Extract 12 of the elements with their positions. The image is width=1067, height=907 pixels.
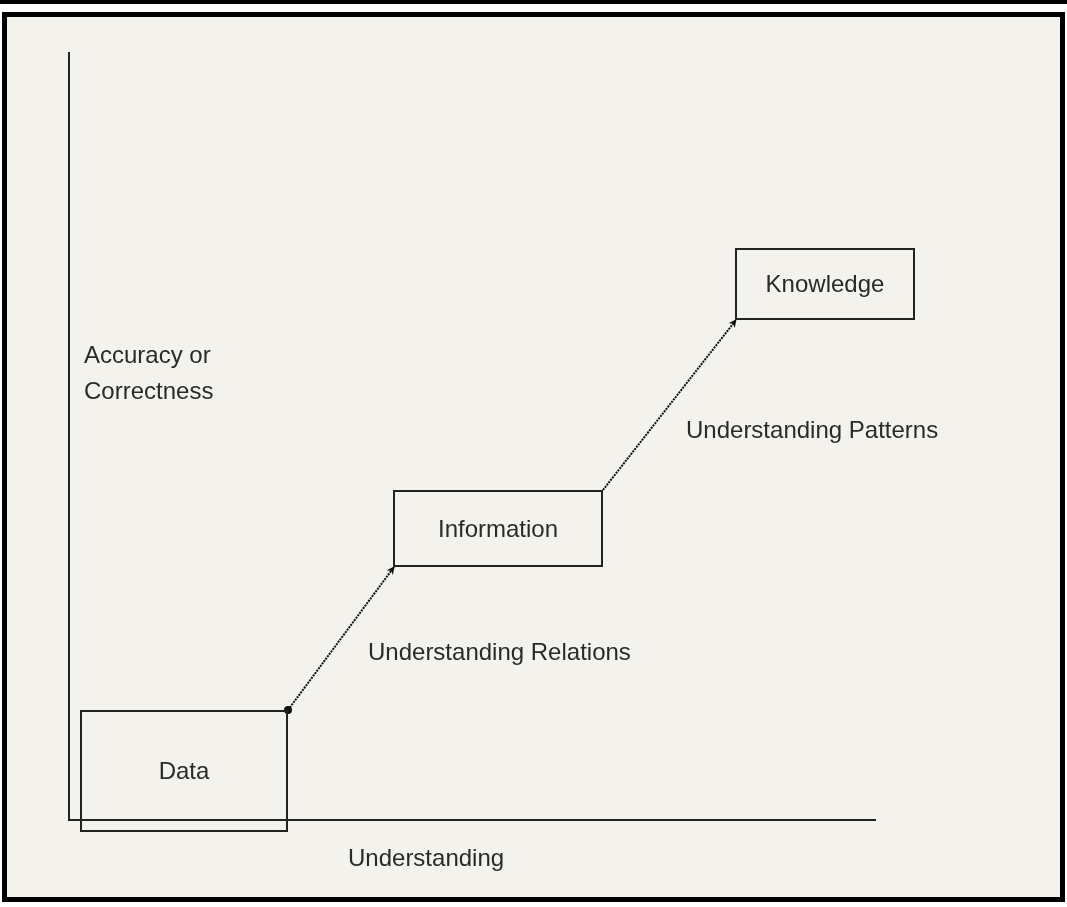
edge-label: Understanding Relations (368, 637, 631, 667)
arrow (284, 566, 395, 714)
arrow (602, 319, 737, 491)
y-axis-label: Accuracy or Correctness (84, 340, 215, 406)
concept-box (735, 248, 915, 320)
node-label: Information (437, 514, 559, 543)
concept-box (393, 490, 603, 567)
edge-label: Understanding Patterns (686, 415, 939, 445)
concept-box (80, 710, 288, 832)
node-label: Data (158, 757, 210, 785)
node-label: Knowledge (765, 270, 885, 298)
x-axis-label: Understanding (348, 843, 506, 873)
